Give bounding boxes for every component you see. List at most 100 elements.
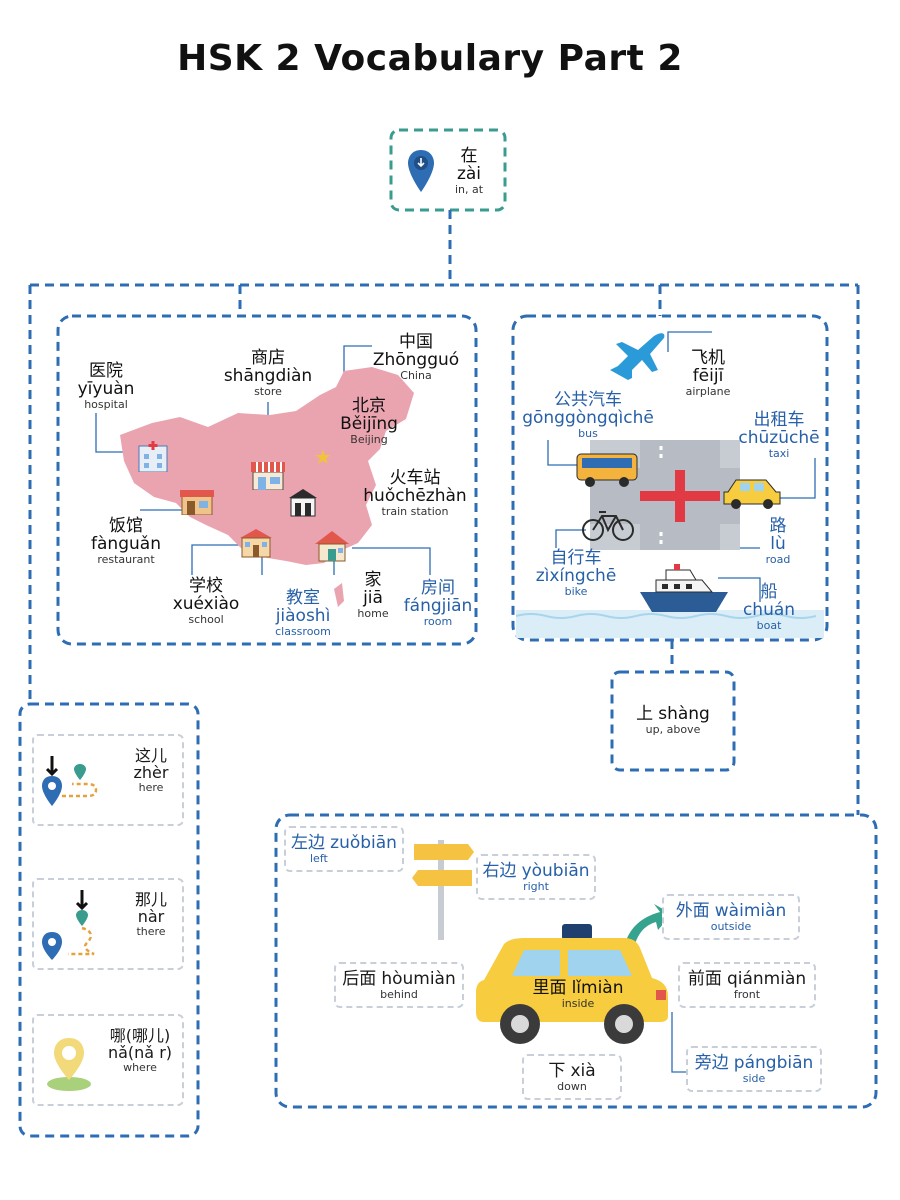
hanzi: 哪(哪儿) bbox=[109, 1026, 171, 1045]
word-zai: 在 zài in, at bbox=[436, 146, 502, 195]
pinyin: wàimiàn bbox=[714, 901, 787, 921]
hanzi: 左边 bbox=[291, 833, 326, 853]
hanzi: 上 bbox=[636, 704, 654, 724]
word-zuobian: 左边 zuǒbiān left bbox=[284, 826, 404, 872]
pinyin: pángbiān bbox=[733, 1053, 814, 1073]
word-huochezhan: 火车站 huǒchēzhàn train station bbox=[360, 468, 470, 518]
hanzi: 飞机 bbox=[691, 348, 725, 368]
word-xia: 下 xià down bbox=[522, 1054, 622, 1100]
word-nar: 那儿 nàr there bbox=[106, 890, 196, 938]
english: school bbox=[188, 612, 224, 626]
pinyin: nǎ(nǎ r) bbox=[107, 1042, 173, 1062]
english: airplane bbox=[685, 384, 731, 398]
word-youbian: 右边 yòubiān right bbox=[476, 854, 596, 900]
hanzi: 下 bbox=[548, 1061, 566, 1081]
english: train station bbox=[381, 504, 449, 518]
word-waimian: 外面 wàimiàn outside bbox=[662, 894, 800, 940]
english: China bbox=[400, 368, 432, 382]
word-fangjian: 房间 fángjiān room bbox=[400, 579, 476, 627]
word-fanguan: 饭馆 fànguǎn restaurant bbox=[88, 517, 164, 566]
english: there bbox=[136, 924, 166, 938]
word-beijing: 北京 Běijīng Beijing bbox=[334, 397, 404, 446]
word-jia: 家 jiā home bbox=[350, 571, 396, 620]
word-zixingche: 自行车 zìxíngchē bike bbox=[530, 548, 622, 598]
there-map-icon bbox=[38, 888, 102, 960]
english: home bbox=[357, 606, 389, 620]
english: bike bbox=[564, 584, 588, 598]
english: store bbox=[254, 384, 282, 398]
hanzi: 外面 bbox=[675, 901, 710, 921]
english: inside bbox=[561, 996, 595, 1010]
pinyin: lù bbox=[770, 533, 786, 554]
english: restaurant bbox=[97, 552, 155, 566]
word-lu: 路 lù road bbox=[758, 516, 798, 566]
hanzi: 在 bbox=[460, 146, 478, 166]
hanzi: 教室 bbox=[286, 588, 320, 608]
word-zhongguo: 中国 Zhōngguó China bbox=[370, 332, 462, 382]
english: here bbox=[138, 780, 164, 794]
hanzi: 火车站 bbox=[389, 468, 441, 488]
pinyin: zìxíngchē bbox=[535, 565, 617, 586]
hanzi: 路 bbox=[769, 516, 787, 536]
hanzi: 那儿 bbox=[134, 890, 167, 909]
english: outside bbox=[710, 919, 752, 933]
hanzi: 学校 bbox=[189, 576, 223, 596]
word-shangdian: 商店 shāngdiàn store bbox=[220, 348, 316, 398]
pinyin: xià bbox=[570, 1061, 596, 1081]
english: road bbox=[765, 552, 791, 566]
pinyin: jiā bbox=[363, 587, 383, 608]
pinyin: gōnggòngqìchē bbox=[522, 407, 654, 428]
english: boat bbox=[756, 618, 782, 632]
card-nar: 那儿 nàr there bbox=[32, 878, 184, 970]
word-yiyuan: 医院 yīyuàn hospital bbox=[72, 362, 140, 411]
word-pangbian: 旁边 pángbiān side bbox=[686, 1046, 822, 1092]
pinyin: yīyuàn bbox=[77, 378, 135, 399]
hanzi: 右边 bbox=[482, 861, 517, 881]
english: front bbox=[733, 987, 761, 1001]
train-station-icon bbox=[288, 488, 318, 518]
word-jiaoshi: 教室 jiàoshì classroom bbox=[268, 588, 338, 637]
location-pin-icon bbox=[406, 148, 436, 194]
school-icon bbox=[238, 528, 274, 558]
hanzi: 中国 bbox=[399, 332, 433, 352]
pinyin: nàr bbox=[137, 906, 165, 926]
boat-icon bbox=[638, 562, 730, 614]
signpost-icon bbox=[412, 840, 474, 940]
pinyin: zhèr bbox=[133, 762, 169, 782]
hanzi: 商店 bbox=[251, 348, 285, 368]
here-map-icon bbox=[38, 752, 102, 812]
english: Beijing bbox=[350, 432, 388, 446]
word-feiji: 飞机 fēijī airplane bbox=[676, 348, 740, 398]
where-pin-icon bbox=[44, 1034, 94, 1094]
word-houmian: 后面 hòumiàn behind bbox=[334, 962, 464, 1008]
hanzi: 这儿 bbox=[134, 746, 167, 765]
hospital-icon bbox=[138, 440, 168, 473]
bus-icon bbox=[576, 452, 638, 488]
english: where bbox=[123, 1060, 157, 1074]
pinyin: huǒchēzhàn bbox=[363, 485, 467, 506]
hanzi: 前面 bbox=[687, 969, 722, 989]
word-gonggongqiche: 公共汽车 gōnggòngqìchē bus bbox=[518, 390, 658, 439]
pinyin: qiánmiàn bbox=[726, 969, 807, 989]
pinyin: jiàoshì bbox=[275, 605, 331, 626]
taxi-illustration bbox=[476, 904, 672, 1044]
pinyin: yòubiān bbox=[521, 861, 590, 881]
english: side bbox=[742, 1071, 766, 1085]
pinyin: chuán bbox=[742, 599, 796, 620]
english: right bbox=[523, 879, 549, 893]
word-zher: 这儿 zhèr here bbox=[106, 746, 196, 794]
word-chuan: 船 chuán boat bbox=[740, 583, 798, 632]
taxi-icon bbox=[722, 474, 782, 510]
english: hospital bbox=[84, 397, 128, 411]
hanzi: 公共汽车 bbox=[554, 390, 622, 410]
pinyin: zài bbox=[456, 163, 482, 184]
english: taxi bbox=[768, 446, 790, 460]
pinyin: fángjiān bbox=[403, 595, 473, 616]
pinyin: Běijīng bbox=[340, 413, 398, 434]
hanzi: 自行车 bbox=[550, 548, 602, 568]
english: down bbox=[557, 1079, 587, 1093]
store-icon bbox=[250, 460, 286, 491]
transport-scene bbox=[516, 440, 824, 638]
pinyin: shàng bbox=[658, 704, 710, 724]
